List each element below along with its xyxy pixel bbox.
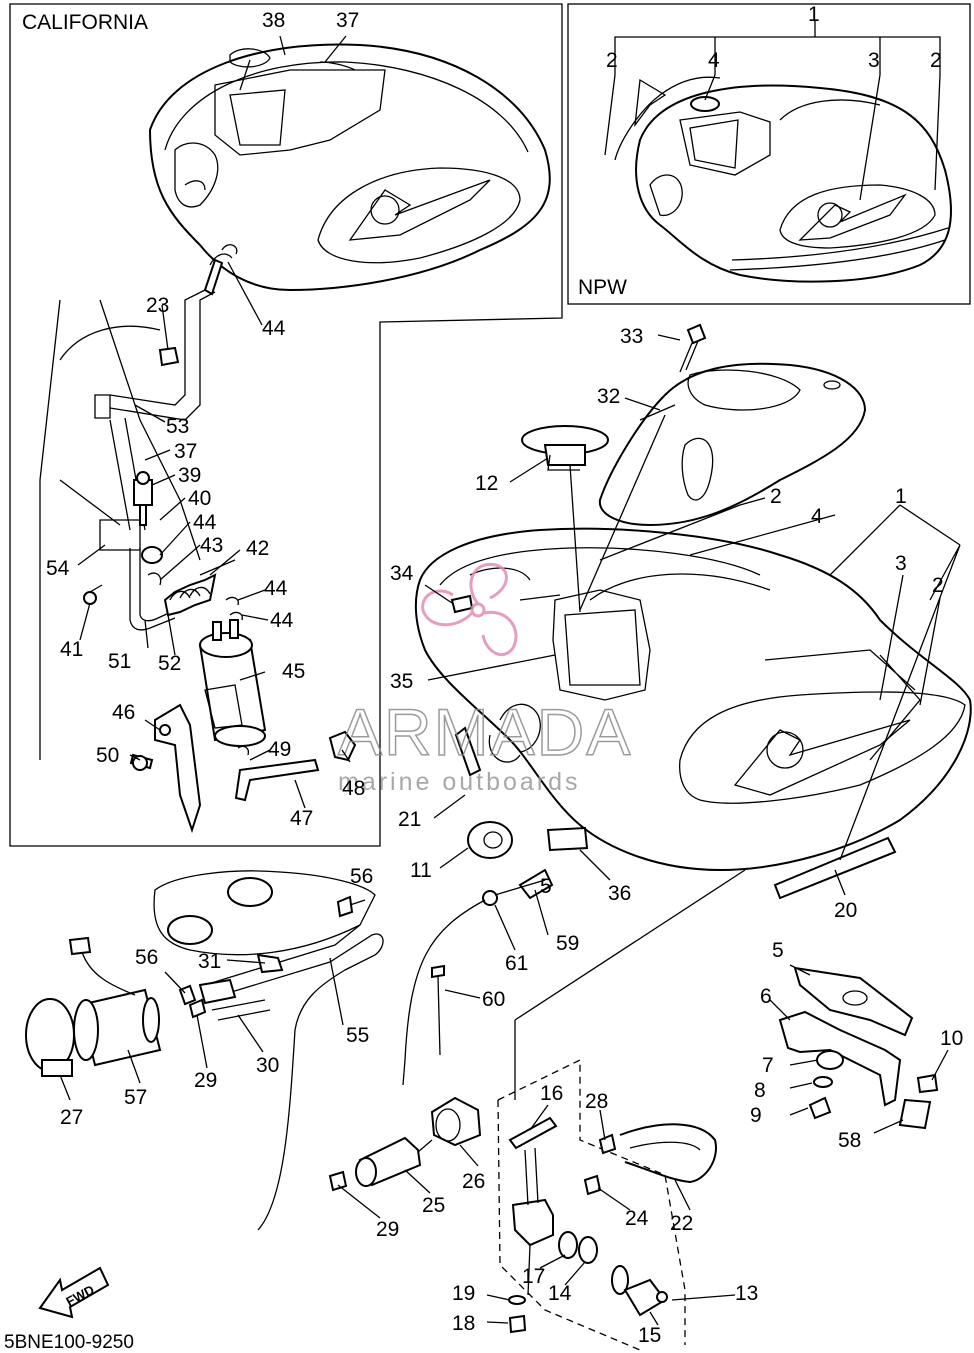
- diagram-code: 5BNE100-9250: [4, 1332, 134, 1353]
- callout-3: 3: [868, 49, 880, 72]
- callout-40: 40: [188, 487, 211, 510]
- callout-2: 2: [932, 574, 944, 597]
- callout-55: 55: [346, 1024, 369, 1047]
- callout-36: 36: [608, 882, 631, 905]
- callout-16: 16: [540, 1082, 563, 1105]
- npw-panel-title: NPW: [578, 276, 627, 299]
- california-small-parts: [83, 244, 357, 762]
- callout-9: 9: [750, 1104, 762, 1127]
- callout-4: 4: [811, 505, 823, 528]
- callout-7: 7: [762, 1054, 774, 1077]
- callout-58: 58: [838, 1129, 861, 1152]
- carburetor-and-hoses: [25, 870, 384, 1231]
- callout-35: 35: [390, 670, 413, 693]
- california-fuel-pump: [129, 619, 320, 834]
- california-frame-and-hoses: [39, 253, 233, 760]
- callout-32: 32: [597, 385, 620, 408]
- callout-23: 23: [146, 294, 169, 317]
- leader-lines: [59, 20, 961, 1326]
- main-tank-parts: [402, 323, 939, 1130]
- callout-24: 24: [625, 1207, 649, 1230]
- california-fuel-tank: [148, 43, 551, 292]
- npw-panel: NPW: [567, 3, 971, 305]
- tank-cover: [598, 362, 867, 527]
- callout-54: 54: [46, 557, 70, 580]
- callout-2: 2: [930, 49, 942, 72]
- callout-44: 44: [270, 609, 294, 632]
- callout-11: 11: [410, 859, 432, 882]
- callout-6: 6: [760, 985, 772, 1008]
- callout-31: 31: [198, 950, 221, 973]
- callout-1: 1: [808, 3, 820, 26]
- callout-2: 2: [606, 49, 618, 72]
- callout-17: 17: [522, 1265, 545, 1288]
- callout-37: 37: [336, 9, 359, 32]
- callout-48: 48: [342, 777, 365, 800]
- callout-18: 18: [452, 1312, 475, 1335]
- callout-5: 5: [540, 875, 552, 898]
- callout-28: 28: [585, 1090, 608, 1113]
- callout-56: 56: [350, 865, 373, 888]
- armada-logo-icon: [421, 562, 518, 657]
- watermark-tagline: marine outboards: [338, 768, 581, 796]
- callout-19: 19: [452, 1282, 475, 1305]
- main-fuel-tank: [414, 527, 972, 872]
- callout-47: 47: [290, 807, 313, 830]
- callout-57: 57: [124, 1086, 147, 1109]
- armada-watermark: ARMADA marine outboards: [337, 562, 632, 796]
- callout-56: 56: [135, 946, 158, 969]
- callout-14: 14: [548, 1282, 572, 1305]
- callout-46: 46: [112, 701, 135, 724]
- callout-42: 42: [246, 537, 269, 560]
- callout-43: 43: [200, 534, 223, 557]
- callout-39: 39: [178, 464, 201, 487]
- callout-4: 4: [708, 49, 720, 72]
- callout-53: 53: [166, 415, 189, 438]
- callout-60: 60: [482, 988, 505, 1011]
- callout-5: 5: [772, 939, 784, 962]
- callout-numbers: 38 37 1 2 4 3 2 44 23 53 37 39 40 44 43 …: [46, 3, 963, 1347]
- callout-10: 10: [940, 1027, 963, 1050]
- fwd-arrow-icon: FWD: [38, 1266, 110, 1319]
- callout-41: 41: [60, 638, 83, 661]
- callout-38: 38: [262, 9, 285, 32]
- california-panel-title: CALIFORNIA: [22, 11, 148, 34]
- callout-29: 29: [194, 1069, 217, 1092]
- callout-51: 51: [108, 650, 131, 673]
- callout-44: 44: [262, 317, 286, 340]
- callout-2: 2: [770, 485, 782, 508]
- callout-8: 8: [754, 1079, 766, 1102]
- callout-15: 15: [638, 1324, 661, 1347]
- callout-49: 49: [268, 738, 291, 761]
- callout-33: 33: [620, 325, 643, 348]
- callout-44: 44: [193, 511, 217, 534]
- callout-22: 22: [670, 1212, 693, 1235]
- callout-25: 25: [422, 1194, 445, 1217]
- callout-44: 44: [264, 577, 288, 600]
- callout-37: 37: [174, 440, 197, 463]
- callout-50: 50: [96, 744, 119, 767]
- callout-45: 45: [282, 660, 305, 683]
- california-panel: CALIFORNIA: [9, 3, 563, 847]
- callout-3: 3: [895, 552, 907, 575]
- callout-21: 21: [398, 808, 421, 831]
- callout-30: 30: [256, 1054, 279, 1077]
- callout-61: 61: [505, 952, 528, 975]
- callout-20: 20: [834, 899, 857, 922]
- npw-fuel-tank: [614, 76, 952, 283]
- watermark-brand: ARMADA: [338, 695, 632, 769]
- callout-52: 52: [158, 652, 181, 675]
- callout-27: 27: [60, 1106, 83, 1129]
- callout-1: 1: [895, 485, 907, 508]
- callout-34: 34: [390, 562, 414, 585]
- callout-26: 26: [462, 1170, 485, 1193]
- callout-12: 12: [475, 472, 498, 495]
- callout-59: 59: [556, 932, 579, 955]
- callout-29: 29: [376, 1218, 399, 1241]
- fuel-cock-and-filter: [355, 869, 746, 1351]
- callout-13: 13: [735, 1282, 758, 1305]
